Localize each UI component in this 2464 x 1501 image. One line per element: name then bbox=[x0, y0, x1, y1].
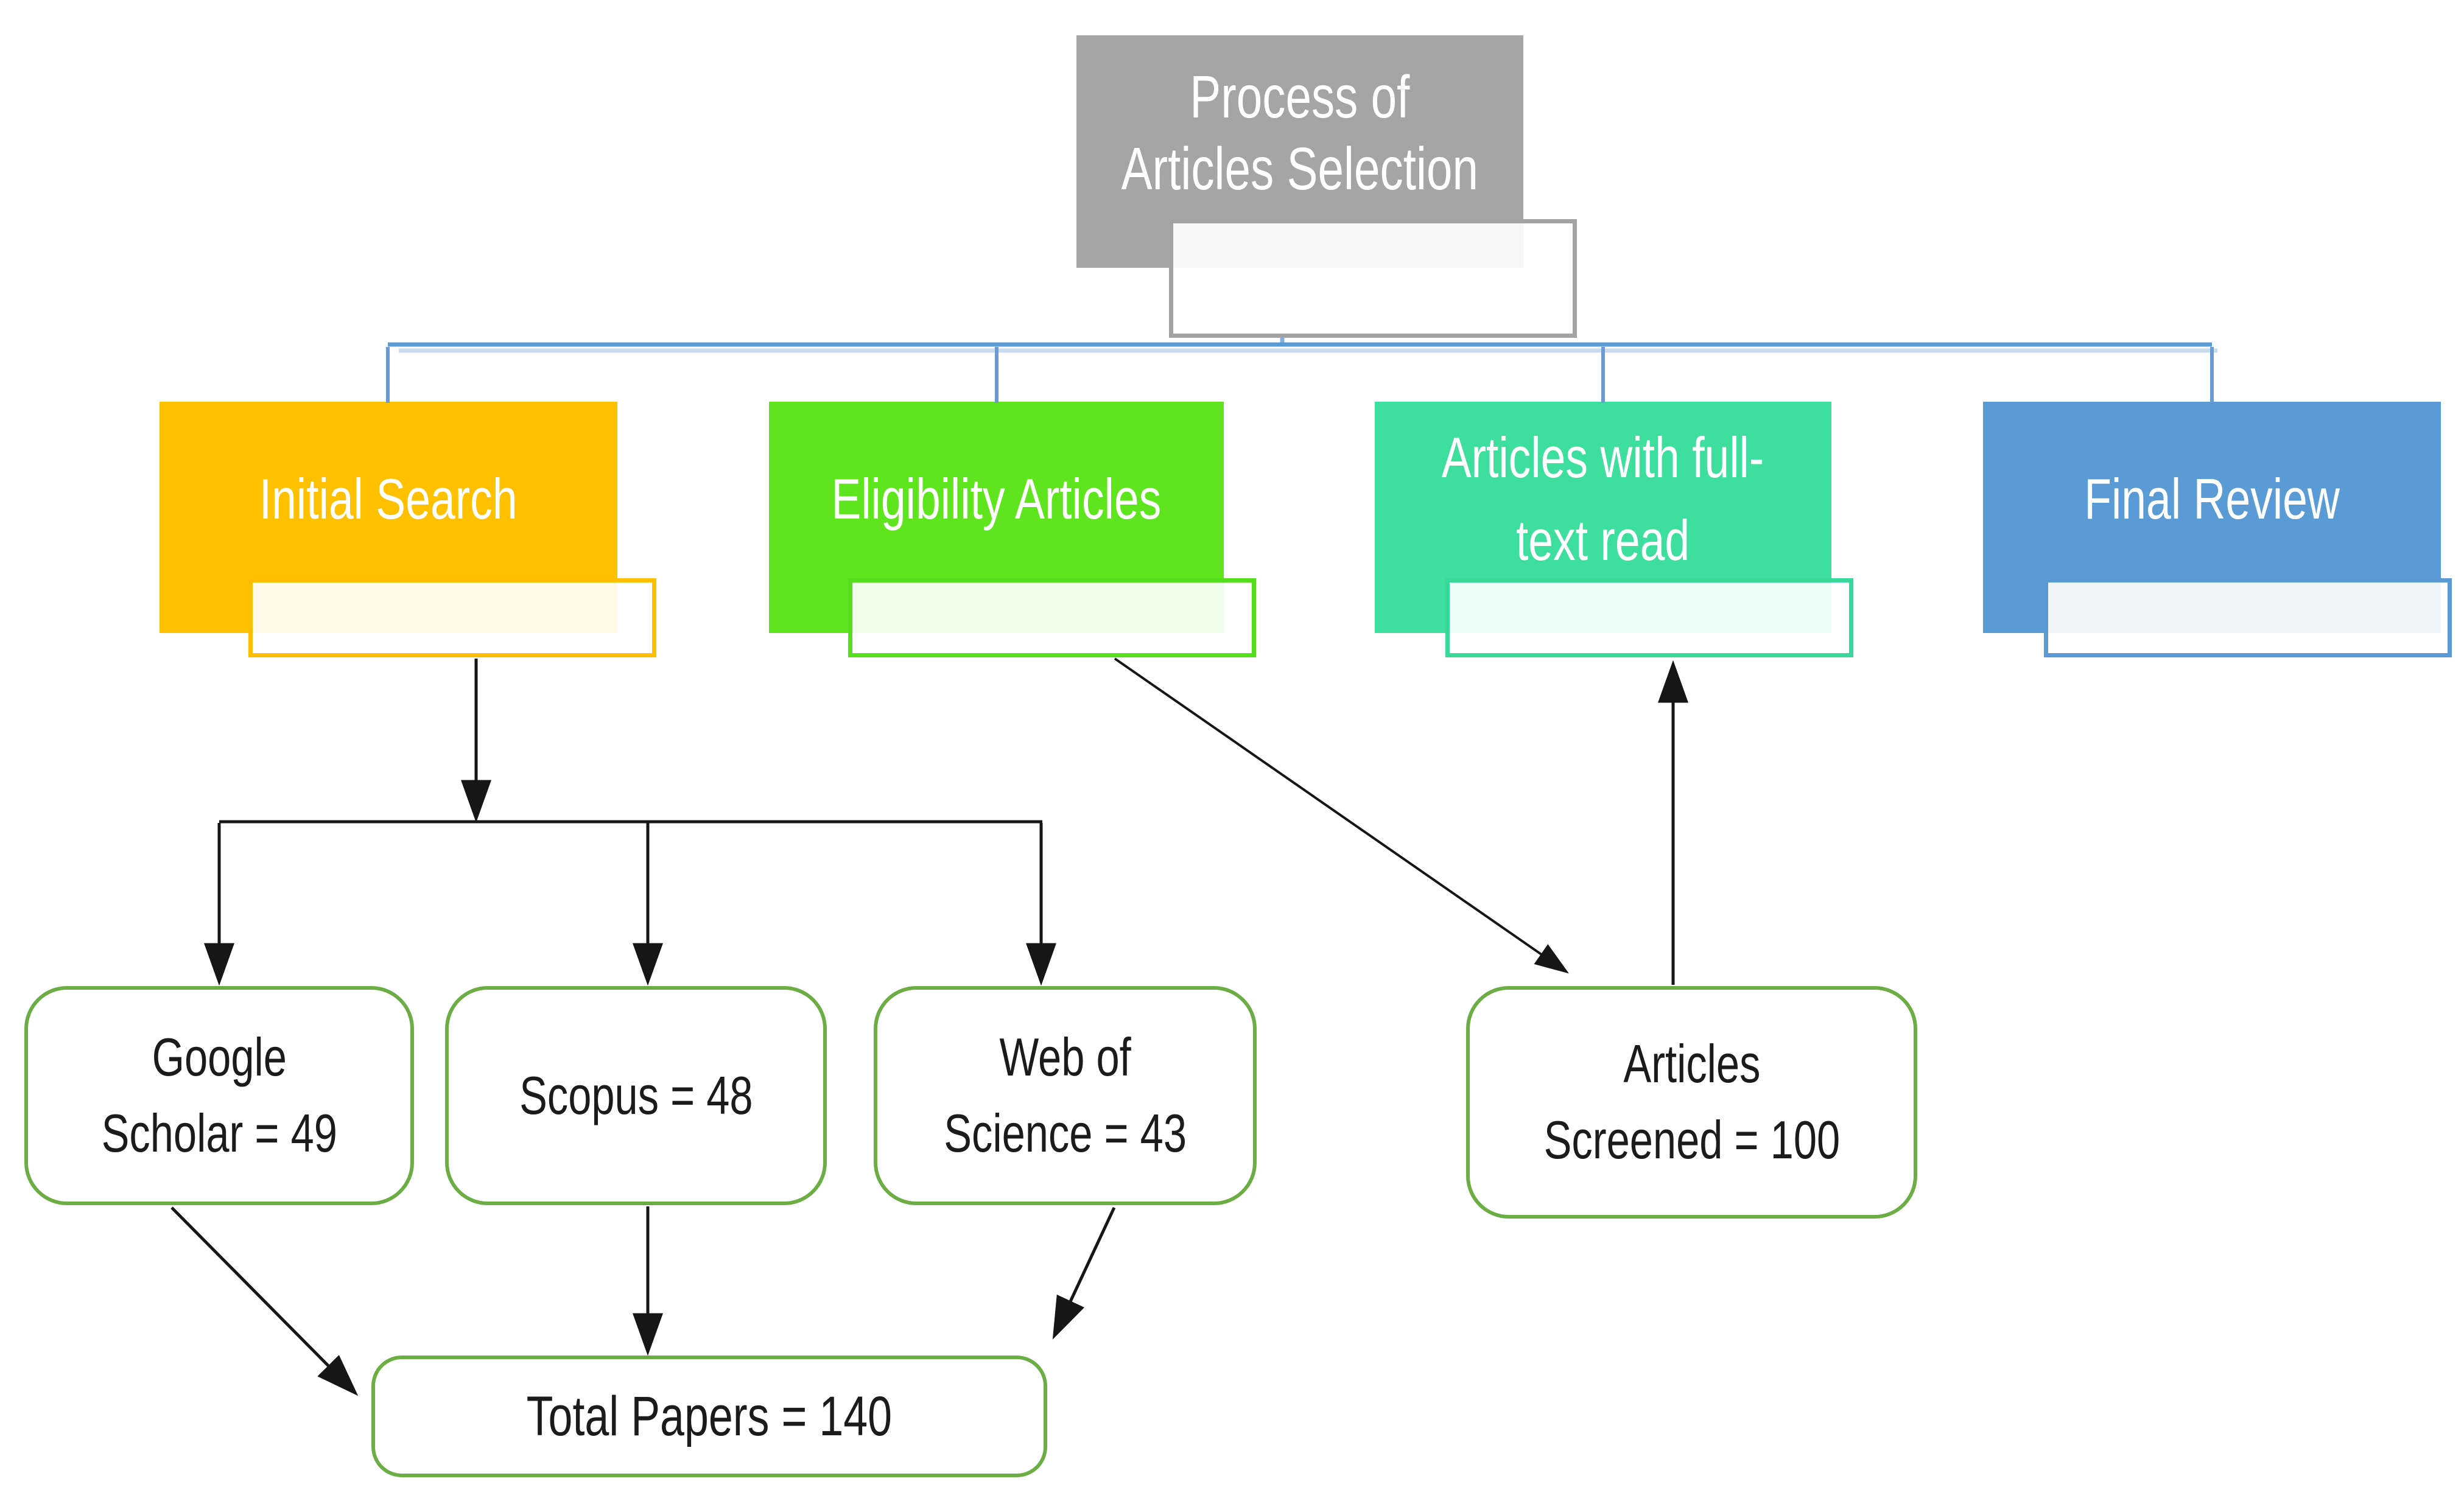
node-scopus-label: Scopus = 48 bbox=[519, 1065, 753, 1125]
arrow-wos-to-total bbox=[1052, 1206, 1116, 1340]
stage-articles-full-text-line-1: Articles with full- bbox=[1442, 425, 1764, 489]
title-tray bbox=[1169, 219, 1577, 338]
arrow-eligibility-to-screened bbox=[1114, 657, 1569, 974]
node-google-scholar-line-1: Google bbox=[152, 1027, 287, 1088]
title-line-2: Articles Selection bbox=[1121, 135, 1479, 202]
stage-final-review-tray bbox=[2044, 578, 2452, 657]
stage-eligibility-articles-tray bbox=[848, 578, 1256, 657]
node-articles-screened-line-2: Screened = 100 bbox=[1543, 1110, 1840, 1170]
stage-final-review-label: Final Review bbox=[2084, 466, 2340, 531]
stage-articles-full-text-line-2: text read bbox=[1516, 508, 1690, 572]
node-web-of-science-line-1: Web of bbox=[999, 1027, 1131, 1088]
title-label: Process of Articles Selection bbox=[1121, 61, 1478, 205]
stage-initial-search-tray bbox=[248, 578, 656, 657]
title-line-1: Process of bbox=[1190, 63, 1410, 131]
node-total-papers: Total Papers = 140 bbox=[371, 1356, 1047, 1477]
stage-articles-full-text-tray bbox=[1445, 578, 1853, 657]
node-total-papers-label: Total Papers = 140 bbox=[526, 1385, 893, 1447]
node-web-of-science: Web of Science = 43 bbox=[874, 986, 1257, 1205]
node-web-of-science-line-2: Science = 43 bbox=[944, 1103, 1187, 1163]
node-google-scholar-line-2: Scholar = 49 bbox=[101, 1103, 337, 1163]
stage-eligibility-articles-label: Eligibility Articles bbox=[831, 466, 1162, 531]
node-google-scholar: Google Scholar = 49 bbox=[24, 986, 414, 1205]
node-google-scholar-label: Google Scholar = 49 bbox=[101, 1020, 337, 1172]
arrow-google-to-total bbox=[170, 1206, 359, 1396]
node-web-of-science-label: Web of Science = 43 bbox=[944, 1020, 1187, 1172]
node-articles-screened-label: Articles Screened = 100 bbox=[1543, 1026, 1840, 1178]
node-articles-screened-line-1: Articles bbox=[1623, 1034, 1761, 1094]
node-articles-screened: Articles Screened = 100 bbox=[1466, 986, 1917, 1219]
stage-articles-full-text-label: Articles with full- text read bbox=[1442, 416, 1764, 583]
node-scopus: Scopus = 48 bbox=[445, 986, 827, 1205]
stage-initial-search-label: Initial Search bbox=[259, 466, 518, 531]
